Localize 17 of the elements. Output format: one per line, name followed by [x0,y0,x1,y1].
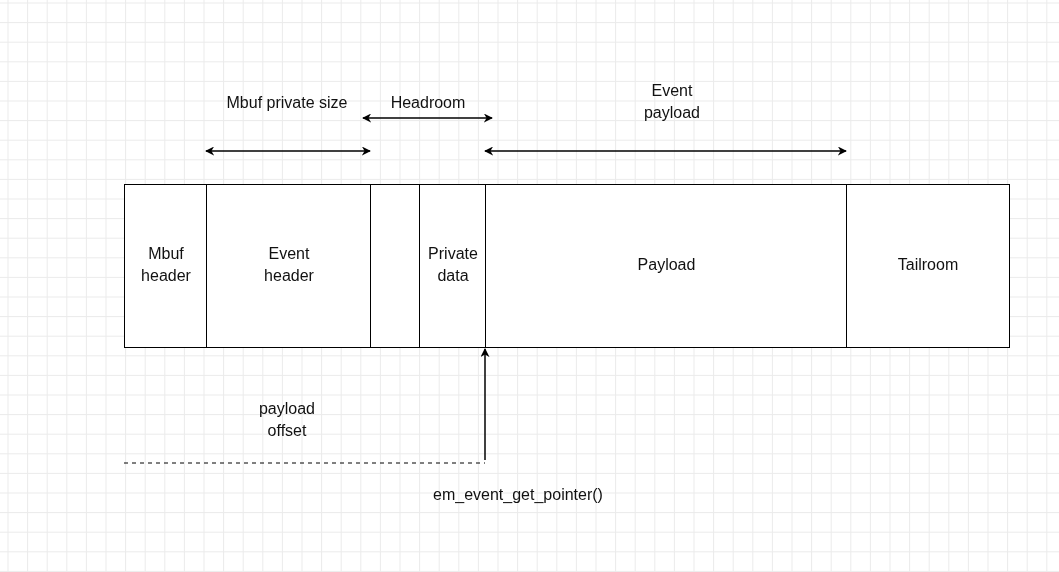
dimension-label: Event payload [642,81,701,124]
segment-label: Event header [263,244,315,286]
memory-segment-box [370,184,421,348]
memory-segment-box [846,184,1010,348]
dimension-label: Headroom [389,93,467,113]
memory-segment-box [206,184,372,348]
memory-segment-box [419,184,487,348]
segment-label: Private data [427,244,479,286]
function-label: em_event_get_pointer() [400,482,636,508]
segment-label: Tailroom [897,255,959,276]
dimension-label: payload offset [257,399,316,442]
memory-segment-box [485,184,848,348]
segment-label: Mbuf header [140,244,192,286]
dimension-label: Mbuf private size [225,93,349,113]
segment-label: Payload [637,255,696,276]
memory-segment-box [124,184,208,348]
arrow [480,348,490,461]
